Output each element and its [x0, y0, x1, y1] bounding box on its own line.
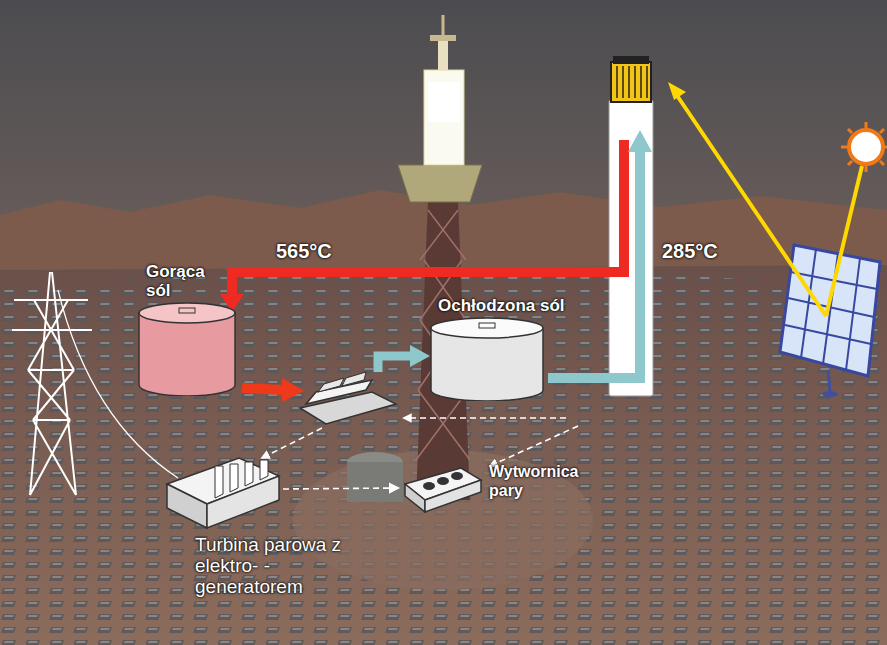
node-label: Wytwornica pary	[489, 462, 599, 500]
cold-salt-pipe-head	[628, 130, 652, 152]
node-label: Gorąca sól	[138, 262, 218, 302]
building	[347, 452, 403, 502]
temperature-label: 285°C	[662, 240, 718, 263]
turbine-node: Turbina parowa z elektro- -generatorem	[165, 448, 345, 597]
hot-salt-to-exchanger	[242, 388, 284, 390]
cold-salt-pipe	[548, 148, 640, 378]
tank-cylinder	[430, 317, 544, 401]
temperature-label: 565°C	[276, 240, 332, 263]
storage-tank: Gorąca sól	[138, 262, 240, 396]
steam-generator-node: Wytwornica pary	[403, 462, 599, 514]
water-line	[404, 417, 566, 419]
node-label: Ochłodzona sól	[430, 296, 590, 317]
turbine-symbol	[165, 448, 281, 530]
hot-salt-pipe	[232, 140, 624, 298]
reflected-ray	[676, 94, 826, 316]
sun-ray	[826, 166, 862, 316]
node-label: Turbina parowa z elektro- -generatorem	[165, 530, 345, 597]
feed-line	[490, 426, 578, 466]
central-tower	[398, 15, 482, 500]
steam-line	[262, 428, 322, 458]
cold-salt-return-head	[410, 345, 430, 367]
sun	[841, 122, 887, 172]
steam-flow-connector	[283, 488, 399, 489]
heat-exchanger	[300, 372, 396, 424]
reflected-ray-head	[668, 82, 686, 100]
storage-tank: Ochłodzona sól	[430, 296, 590, 401]
steam-generator-symbol	[403, 462, 483, 514]
tank-cylinder	[138, 302, 236, 396]
cold-salt-return	[378, 356, 412, 372]
hot-salt-to-exchanger-head	[282, 378, 304, 402]
label-column: Wytwornica pary	[483, 462, 599, 500]
schematic-tower	[609, 56, 653, 396]
power-pylon	[12, 272, 92, 495]
